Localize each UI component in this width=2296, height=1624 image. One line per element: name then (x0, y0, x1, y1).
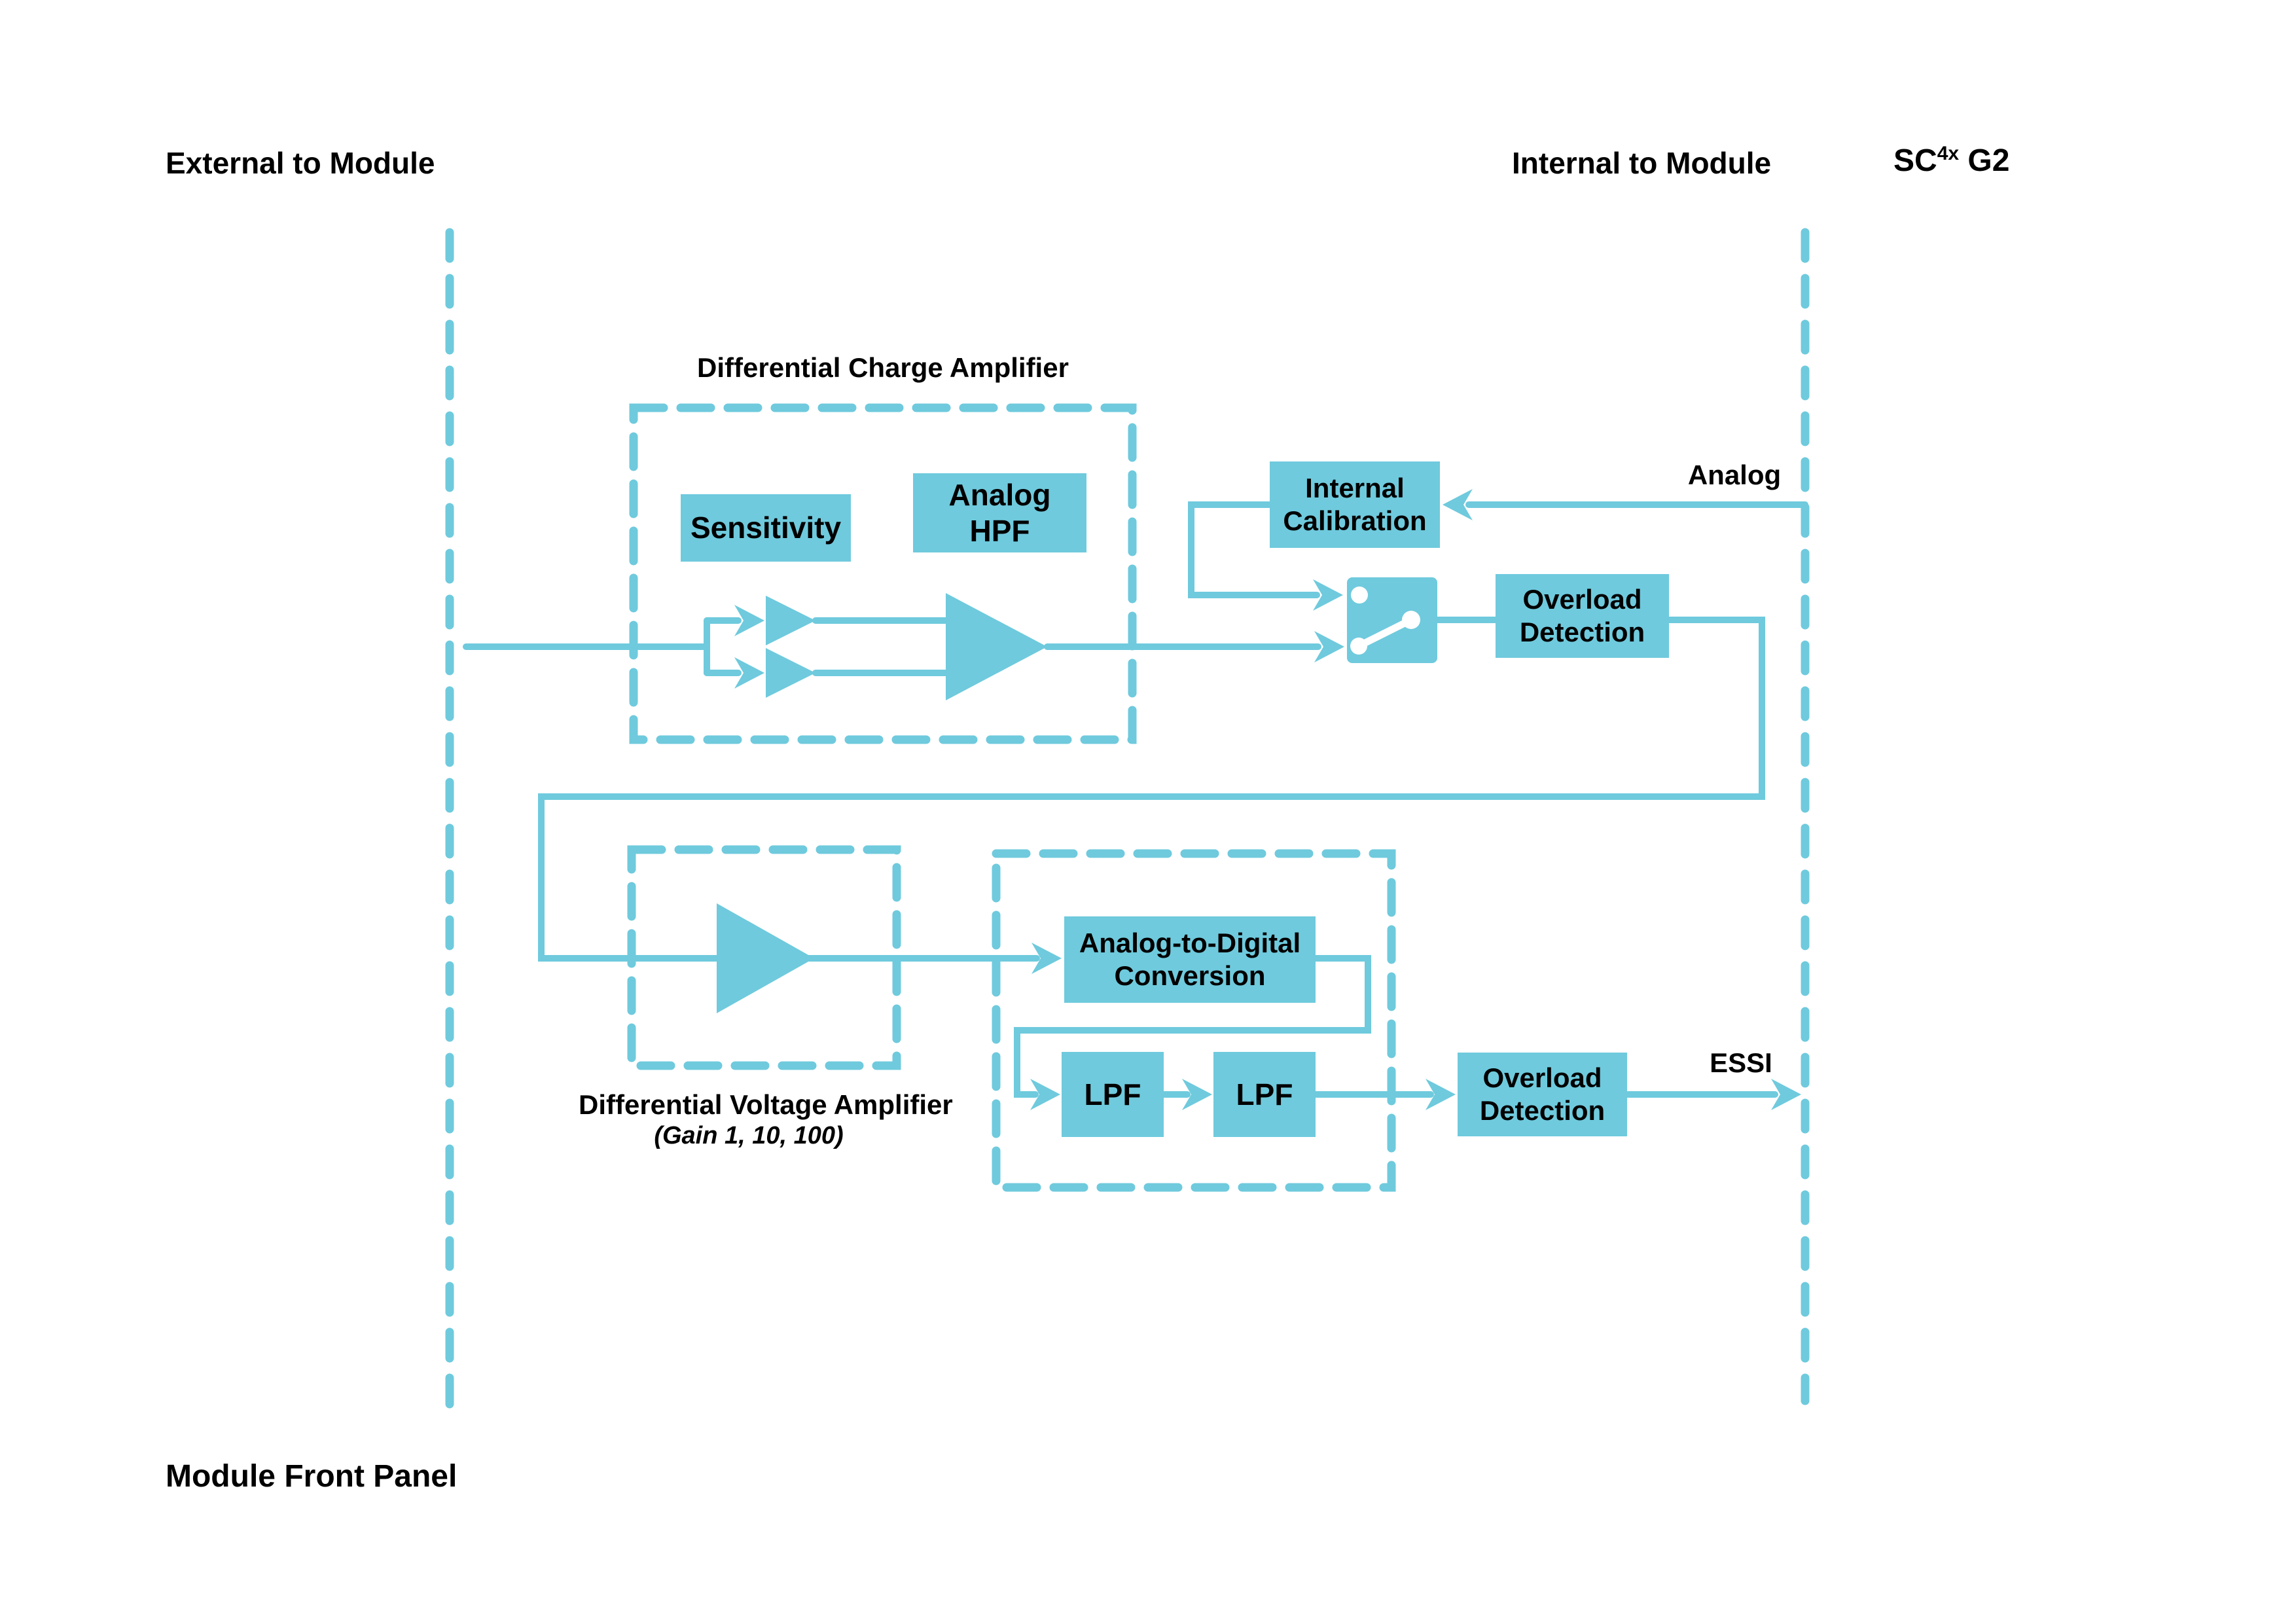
external-to-module-label: External to Module (166, 146, 435, 180)
arrowhead-into-lpf2 (1182, 1079, 1212, 1110)
arrowhead-splitter-bottom (734, 657, 764, 689)
overload1-label-line1: Overload (1522, 584, 1642, 615)
analog-signal-label: Analog (1687, 460, 1782, 490)
charge-amp-triangle-main (946, 593, 1047, 700)
overload2-label-line2: Detection (1479, 1095, 1605, 1126)
adc-to-lpf-route (1014, 955, 1371, 1098)
charge-amplifier-group-outline (629, 403, 1137, 744)
arrowhead-into-adc (1031, 943, 1062, 974)
product-rest: G2 (1967, 143, 2010, 178)
internal-calibration-label-line1: Internal (1305, 473, 1405, 504)
analog-hpf-block: Analog HPF (913, 473, 1086, 552)
sensitivity-block: Sensitivity (681, 494, 851, 562)
stage1-to-stage2-route (538, 617, 1765, 962)
voltage-amplifier-subtitle: (Gain 1, 10, 100) (654, 1122, 844, 1149)
arrowhead-essi-out (1771, 1079, 1801, 1110)
lpf-block-1: LPF (1062, 1052, 1164, 1137)
switch-contact-signal (1350, 638, 1367, 655)
overload1-label-line2: Detection (1519, 617, 1645, 647)
switch-contact-calibration (1351, 586, 1368, 604)
overload-detection-block-2: Overload Detection (1458, 1053, 1627, 1136)
lpf1-label: LPF (1084, 1077, 1141, 1111)
charge-amp-triangle-top (766, 596, 816, 645)
arrowhead-into-switch-main (1314, 631, 1344, 662)
internal-to-module-label: Internal to Module (1512, 146, 1772, 180)
digital-section-group-outline (992, 849, 1396, 1192)
switch-contact-common (1402, 611, 1420, 629)
lpf2-label: LPF (1236, 1077, 1293, 1111)
arrowhead-into-calibration (1443, 489, 1473, 520)
overload2-label-line1: Overload (1482, 1062, 1602, 1094)
lpf-block-2: LPF (1213, 1052, 1316, 1137)
adc-block: Analog-to-Digital Conversion (1064, 916, 1316, 1003)
arrowhead-into-lpf1 (1030, 1079, 1060, 1110)
charge-amplifier-title: Differential Charge Amplifier (697, 352, 1069, 383)
adc-label-line1: Analog-to-Digital (1079, 928, 1301, 959)
switch-lever (1357, 617, 1413, 649)
product-name-label: SC4x G2 (1893, 143, 2009, 179)
arrowhead-into-switch-calibration (1313, 579, 1343, 611)
product-superscript: 4x (1937, 143, 1960, 164)
adc-label-line2: Conversion (1114, 960, 1266, 991)
internal-calibration-label-line2: Calibration (1283, 505, 1427, 536)
charge-amp-triangle-bottom (766, 648, 816, 698)
voltage-amp-triangle (717, 903, 814, 1013)
module-front-panel-label: Module Front Panel (166, 1459, 457, 1494)
calibration-loop-line (1188, 501, 1320, 598)
internal-calibration-block: Internal Calibration (1270, 461, 1440, 548)
arrowhead-splitter-top (734, 605, 764, 636)
product-base: SC (1893, 143, 1937, 178)
analog-hpf-label-line2: HPF (969, 513, 1030, 548)
voltage-amplifier-title: Differential Voltage Amplifier (579, 1089, 953, 1120)
analog-hpf-label-line1: Analog (948, 478, 1051, 513)
sensitivity-block-label: Sensitivity (690, 511, 842, 545)
essi-signal-label: ESSI (1710, 1047, 1772, 1078)
arrowhead-into-overload2 (1426, 1079, 1456, 1110)
input-selector-switch (1347, 577, 1437, 663)
overload-detection-block-1: Overload Detection (1496, 574, 1669, 658)
